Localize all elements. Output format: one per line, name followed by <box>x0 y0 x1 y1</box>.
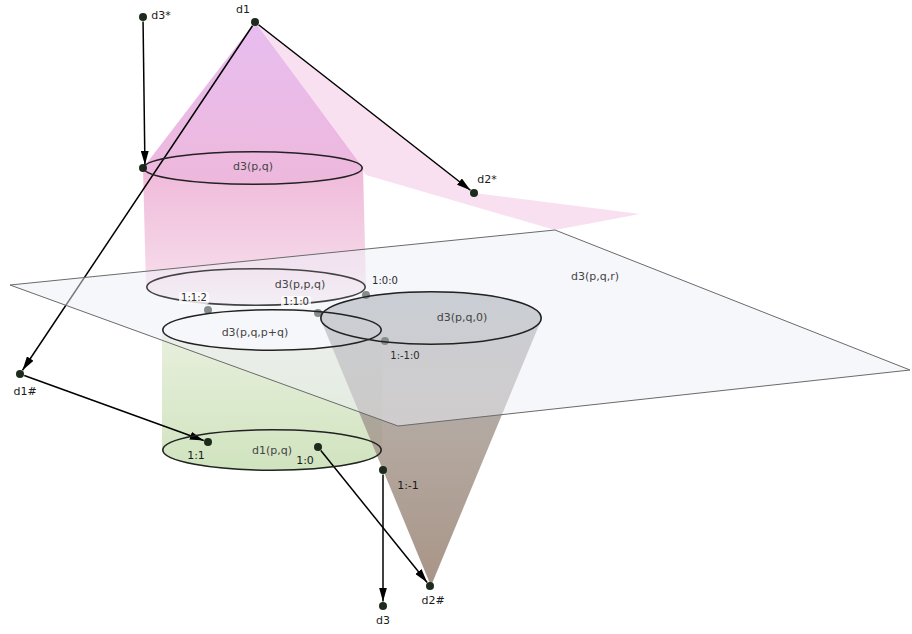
arrow-connector <box>143 22 145 165</box>
point-label: d3 <box>376 615 390 628</box>
ellipse-outline <box>147 269 365 305</box>
point-node: d2# <box>426 582 434 590</box>
ellipse-node: d3(p,q,0) <box>320 291 542 345</box>
ellipse-label: d3(p,q) <box>233 161 273 174</box>
ellipse-node: d3(p,q,p+q) <box>162 309 382 351</box>
point-callout: 1:0:0 <box>372 275 398 287</box>
arrow-connector <box>321 451 427 583</box>
point-label: 1:1 <box>187 450 205 463</box>
point-node: d3 <box>379 602 387 610</box>
point-node: d1 <box>251 18 259 26</box>
point-label: 1:-1 <box>397 480 419 493</box>
ellipse-node: d3(p,q) <box>143 151 363 185</box>
plane-node: d3(p,q,r) <box>10 230 910 426</box>
plane-outline <box>10 230 910 426</box>
point-label: 1:0 <box>296 455 314 468</box>
point-label: d1# <box>13 386 36 399</box>
point-node: 1:0 <box>314 443 322 451</box>
point-node: d3* <box>139 13 147 21</box>
point-label: d3* <box>151 10 170 23</box>
point-label: d2# <box>421 595 444 608</box>
ellipse-label: d3(p,q,0) <box>437 312 488 325</box>
ellipse-outline <box>163 430 381 470</box>
ellipse-label: d1(p,q) <box>252 445 292 458</box>
pink-cone <box>143 22 363 185</box>
ellipse-outline <box>144 152 362 184</box>
point-callout: 1:1:0 <box>281 296 311 308</box>
arrow-connector <box>259 25 471 190</box>
ellipse-label: d3(p,p,q) <box>275 279 326 292</box>
arrow-connector <box>382 475 384 602</box>
point-node: 1:1 <box>204 438 212 446</box>
ellipse-outline <box>163 310 381 350</box>
arrow-connector <box>24 376 204 441</box>
ellipse-label: d3(p,q,p+q) <box>222 327 289 340</box>
point-node: d1# <box>16 370 24 378</box>
plane-outline <box>10 230 910 426</box>
point-node: 1:-1 <box>379 466 387 474</box>
ellipse-outline <box>321 292 541 344</box>
ellipse-outline <box>320 291 542 345</box>
point-callout: 1:-1:0 <box>390 350 419 362</box>
point-label: d1 <box>236 4 250 17</box>
point-callout: 1:1:2 <box>179 292 209 304</box>
plane-label: d3(p,q,r) <box>571 271 619 284</box>
point-label: d2* <box>477 174 496 187</box>
point-node: d2* <box>470 189 478 197</box>
